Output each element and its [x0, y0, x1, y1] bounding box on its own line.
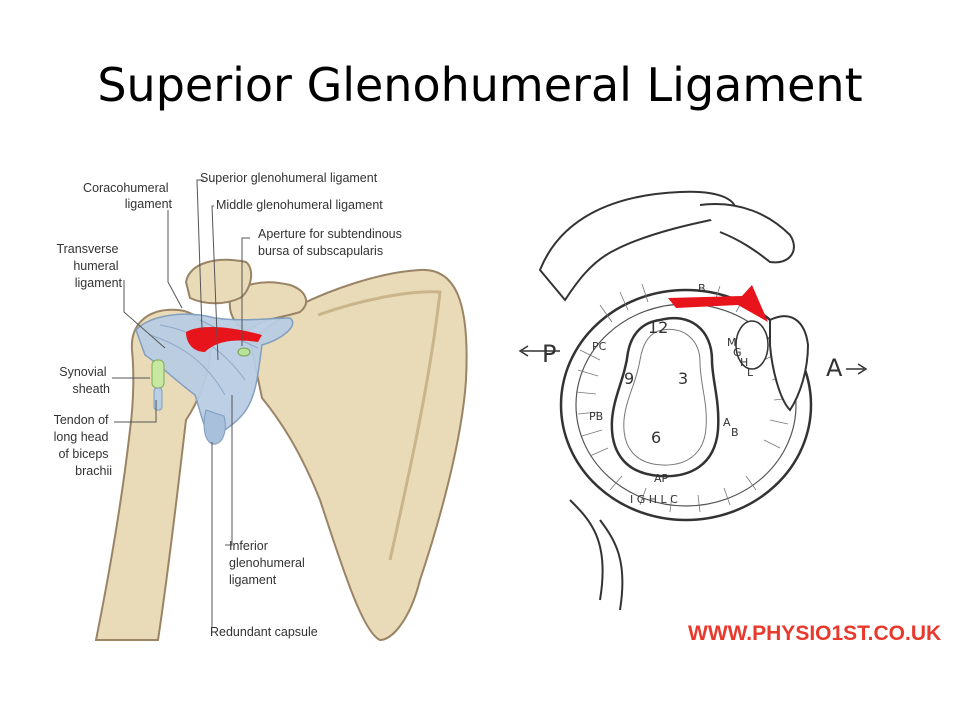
label-inferior-gh: Inferior glenohumeral ligament [229, 539, 308, 587]
label-posterior: P [542, 340, 556, 368]
label-aperture: Aperture for subtendinous bursa of subsc… [258, 227, 405, 258]
superior-gh-ligament-highlight [668, 285, 768, 322]
clock-6: 6 [651, 428, 661, 447]
clock-3: 3 [678, 369, 688, 388]
redundant-capsule [203, 409, 226, 445]
label-redundant: Redundant capsule [210, 625, 318, 639]
label-pc: PC [592, 340, 607, 353]
biceps-tendon [153, 387, 163, 411]
label-mghl-m: M [727, 336, 737, 349]
leader-lines [112, 179, 250, 628]
slide-title: Superior Glenohumeral Ligament [97, 58, 863, 112]
label-b: B [698, 282, 706, 295]
label-mghl-h: H [740, 356, 748, 369]
label-ab-b: B [731, 426, 739, 439]
label-pb: PB [589, 410, 603, 423]
label-superior-gh: Superior glenohumeral ligament [200, 171, 378, 185]
scapula-bone [248, 268, 468, 642]
clock-12: 12 [648, 318, 668, 337]
label-anterior: A [826, 354, 843, 382]
watermark: WWW.PHYSIO1ST.CO.UK [688, 622, 942, 645]
coracoid-bone [184, 258, 253, 305]
label-synovial: Synovial sheath [59, 365, 110, 396]
label-mghl-l: L [747, 366, 754, 379]
subscapularis-bursa-aperture [237, 347, 251, 357]
clock-9: 9 [624, 369, 634, 388]
posterior-arrow [518, 345, 560, 357]
label-tendon: Tendon of long head of biceps brachii [54, 413, 112, 478]
shoulder-anatomy-illustration: Coracohumeral ligament Superior glenohum… [54, 171, 468, 642]
label-ab-a: A [723, 416, 731, 429]
superior-gh-ligament-highlight [186, 326, 262, 352]
label-ighlc: I G H L C [630, 493, 678, 506]
label-middle-gh: Middle glenohumeral ligament [216, 198, 383, 212]
label-ap: AP [654, 472, 669, 485]
glenoid-line-drawing: P A 12 9 3 6 B PC PB M G H L A B AP I G … [518, 190, 868, 611]
glenoid-fossa [610, 316, 720, 478]
humerus-bone [94, 308, 212, 641]
label-transverse: Transverse humeral ligament [56, 242, 122, 290]
anterior-arrow [846, 363, 868, 375]
synovial-sheath [151, 359, 165, 389]
label-coracohumeral: Coracohumeral ligament [83, 181, 172, 211]
label-mghl-g: G [733, 346, 742, 359]
